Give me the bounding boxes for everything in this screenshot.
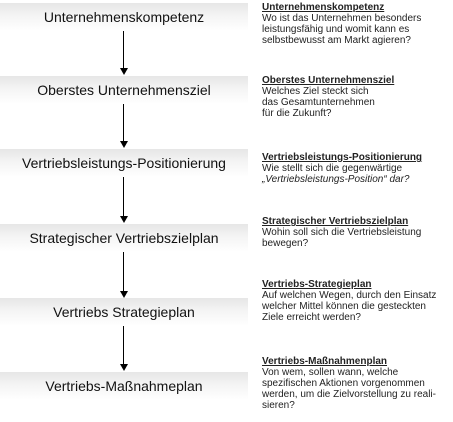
arrow-head-icon — [120, 291, 128, 298]
step-description-vertriebsleistungs-positionierung: Vertriebsleistungs-Positionierung Wie st… — [262, 152, 450, 185]
description-line: Wohin soll sich die Vertriebsleistung — [262, 227, 422, 238]
description-line: welcher Mittel können die gesteckten — [262, 301, 426, 312]
step-label: Vertriebs-Maßnahmeplan — [45, 378, 203, 394]
step-label: Oberstes Unternehmensziel — [37, 82, 211, 98]
description-title: Vertriebs-Strategieplan — [262, 279, 372, 290]
description-line: das Gesamtunternehmen — [262, 97, 375, 108]
arrow-shaft — [123, 104, 124, 142]
step-description-vertriebs-massnahmenplan: Vertriebs-Maßnahmenplan Von wem, sollen … — [262, 356, 450, 411]
arrow-head-icon — [120, 141, 128, 148]
step-label: Strategischer Vertriebszielplan — [29, 230, 219, 246]
description-line: werden, um die Zielvorstellung zu reali- — [262, 389, 436, 400]
flow-arrow-4 — [120, 252, 128, 298]
step-box-oberstes-unternehmensziel: Oberstes Unternehmensziel — [0, 76, 248, 104]
step-box-vertriebs-strategieplan: Vertriebs Strategieplan — [0, 298, 248, 326]
flow-arrow-3 — [120, 177, 128, 223]
step-description-strategischer-vertriebszielplan: Strategischer Vertriebszielplan Wohin so… — [262, 216, 450, 249]
step-box-vertriebsleistungs-positionierung: Vertriebsleistungs-Positionierung — [0, 149, 248, 177]
step-label: Unternehmenskompetenz — [43, 9, 205, 25]
description-line: selbstbewusst am Markt agieren? — [262, 35, 411, 46]
description-line: „Vertriebsleistungs-Position“ dar? — [262, 174, 410, 185]
flow-arrow-2 — [120, 104, 128, 148]
step-box-strategischer-vertriebszielplan: Strategischer Vertriebszielplan — [0, 224, 248, 252]
description-line: Auf welchen Wegen, durch den Einsatz — [262, 290, 437, 301]
description-title: Strategischer Vertriebszielplan — [262, 216, 409, 227]
arrow-shaft — [123, 252, 124, 292]
step-box-vertriebs-massnahmeplan: Vertriebs-Maßnahmeplan — [0, 372, 248, 400]
description-line: Von wem, sollen wann, welche — [262, 367, 399, 378]
arrow-shaft — [123, 326, 124, 365]
description-line: sieren? — [262, 400, 295, 411]
description-title: Vertriebs-Maßnahmenplan — [262, 356, 388, 367]
step-description-vertriebs-strategieplan: Vertriebs-Strategieplan Auf welchen Wege… — [262, 279, 450, 323]
step-description-oberstes-unternehmensziel: Oberstes Unternehmensziel Welches Ziel s… — [262, 75, 450, 119]
description-line: Wie stellt sich die gegenwärtige — [262, 163, 403, 174]
step-label: Vertriebs Strategieplan — [53, 304, 195, 320]
description-line: Welches Ziel steckt sich — [262, 86, 369, 97]
description-title: Oberstes Unternehmensziel — [262, 75, 395, 86]
flow-arrow-1 — [120, 31, 128, 75]
description-line: für die Zukunft? — [262, 108, 332, 119]
arrow-head-icon — [120, 216, 128, 223]
flow-arrow-5 — [120, 326, 128, 371]
description-line: Wo ist das Unternehmen besonders — [262, 13, 422, 24]
description-line: leistungsfähig und womit kann es — [262, 24, 410, 35]
arrow-head-icon — [120, 364, 128, 371]
description-line: Ziele erreicht werden? — [262, 312, 361, 323]
arrow-shaft — [123, 177, 124, 217]
step-description-unternehmenskompetenz: Unternehmenskompetenz Wo ist das Unterne… — [262, 2, 450, 46]
description-title: Unternehmenskompetenz — [262, 2, 385, 13]
description-line: spezifischen Aktionen vorgenommen — [262, 378, 425, 389]
description-title: Vertriebsleistungs-Positionierung — [262, 152, 423, 163]
description-line: bewegen? — [262, 238, 309, 249]
step-box-unternehmenskompetenz: Unternehmenskompetenz — [0, 3, 248, 31]
arrow-shaft — [123, 31, 124, 69]
arrow-head-icon — [120, 68, 128, 75]
step-label: Vertriebsleistungs-Positionierung — [22, 155, 226, 171]
